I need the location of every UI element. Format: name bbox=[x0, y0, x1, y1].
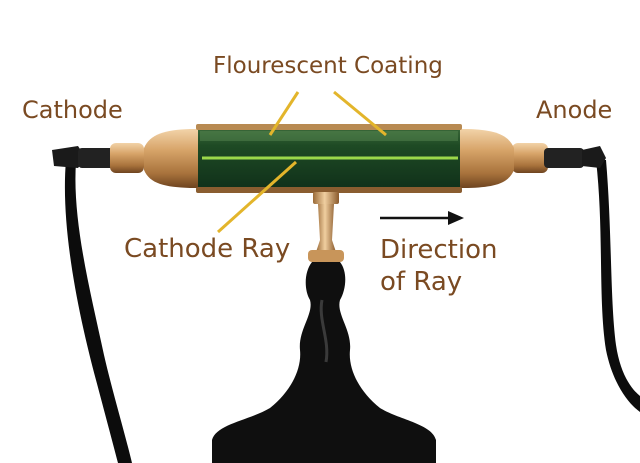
direction-label-line-1: Direction bbox=[380, 235, 498, 265]
stem-collar bbox=[308, 250, 344, 262]
left-brass-end bbox=[144, 129, 200, 188]
cathode-label: Cathode bbox=[22, 96, 123, 124]
right-connector-clip bbox=[582, 146, 606, 168]
right-brass-end bbox=[456, 129, 514, 188]
coating-leader-left bbox=[268, 91, 300, 136]
right-electrode-cap bbox=[512, 143, 548, 173]
glass-top-band bbox=[196, 124, 462, 130]
direction-label-line-2: of Ray bbox=[380, 267, 463, 297]
stem-top bbox=[313, 192, 339, 204]
right-cable bbox=[596, 160, 640, 412]
glass-highlight bbox=[200, 131, 458, 141]
anode-label: Anode bbox=[536, 96, 613, 124]
left-connector bbox=[78, 148, 116, 168]
left-cable bbox=[64, 160, 132, 463]
left-connector-clip bbox=[52, 146, 86, 168]
right-connector bbox=[544, 148, 584, 168]
stand bbox=[212, 262, 436, 463]
coating-leader-right bbox=[333, 90, 387, 137]
stem bbox=[316, 204, 336, 252]
direction-of-ray-label: Direction of Ray bbox=[380, 234, 497, 298]
direction-arrow-head bbox=[448, 211, 464, 225]
cathode-ray-leader bbox=[216, 160, 298, 234]
fluorescent-coating-label: Flourescent Coating bbox=[213, 53, 443, 79]
left-electrode-cap bbox=[110, 143, 144, 173]
cathode-ray-label: Cathode Ray bbox=[124, 234, 291, 264]
stand-highlight bbox=[319, 299, 329, 363]
